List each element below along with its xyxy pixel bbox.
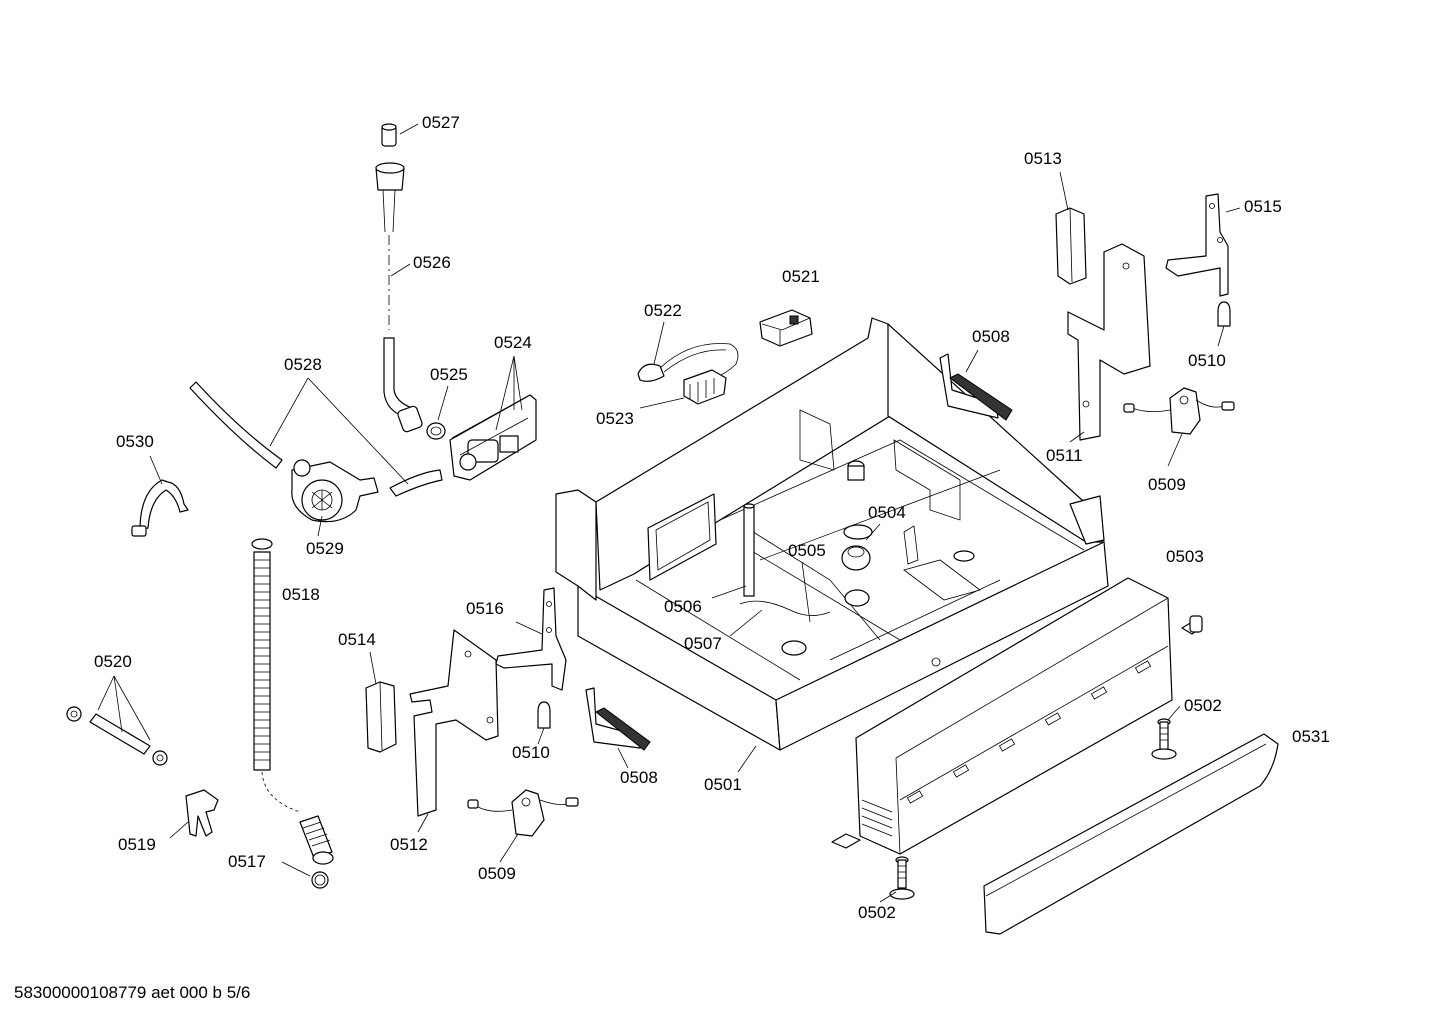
- part-0522-sensor-wire: [637, 343, 739, 382]
- part-0516-bracket: [495, 587, 567, 691]
- part-0515-bracket: [1165, 193, 1229, 297]
- label-0530: 0530: [116, 432, 154, 451]
- part-0531-trim: [983, 733, 1279, 935]
- label-0522: 0522: [644, 301, 682, 320]
- part-labels: 0527 0526 0528 0525 0524 0530 0529 0518 …: [94, 113, 1330, 922]
- part-0510-clip-left: [537, 701, 551, 729]
- label-0511: 0511: [1046, 446, 1083, 465]
- label-0527: 0527: [422, 113, 460, 132]
- part-0530-clip: [131, 479, 189, 537]
- part-0518-drain-hose: [251, 538, 301, 813]
- part-0528-hose: [189, 381, 443, 497]
- label-0509-left: 0509: [478, 864, 516, 883]
- label-0520: 0520: [94, 652, 132, 671]
- label-0523: 0523: [596, 409, 634, 428]
- part-0521-connector: [759, 309, 813, 347]
- part-0510-clip-right: [1217, 301, 1231, 327]
- part-0501-base: [555, 317, 1109, 751]
- part-0502-foot-lower: [831, 833, 915, 900]
- label-0502-upper: 0502: [1184, 696, 1222, 715]
- label-0531: 0531: [1292, 727, 1330, 746]
- label-0510-left: 0510: [512, 743, 550, 762]
- part-0508-spring-right: [939, 353, 1013, 421]
- part-0527-cap: [381, 123, 397, 147]
- label-0514: 0514: [338, 630, 376, 649]
- part-0509-sensor-left: [467, 789, 579, 837]
- label-0516: 0516: [466, 599, 504, 618]
- label-0528: 0528: [284, 355, 322, 374]
- label-0504: 0504: [868, 503, 906, 522]
- label-0508-right: 0508: [972, 327, 1010, 346]
- label-0502-lower: 0502: [858, 903, 896, 922]
- part-0517-hose-end: [299, 815, 334, 889]
- part-0503-screw: [1181, 615, 1203, 635]
- label-0509-right: 0509: [1148, 475, 1186, 494]
- label-0501: 0501: [704, 775, 742, 794]
- label-0506: 0506: [664, 597, 702, 616]
- label-0512: 0512: [390, 835, 428, 854]
- part-0512-bracket: [409, 629, 499, 817]
- part-0524-valve: [449, 394, 537, 481]
- label-0508-left: 0508: [620, 768, 658, 787]
- part-0509-sensor-right: [1123, 387, 1235, 435]
- part-0519-clip: [185, 789, 219, 837]
- label-0507: 0507: [684, 634, 722, 653]
- label-0515: 0515: [1244, 197, 1282, 216]
- part-0503-plinth: [855, 577, 1173, 855]
- part-0513-bracket: [1055, 207, 1087, 285]
- label-0529: 0529: [306, 539, 344, 558]
- label-0505: 0505: [788, 541, 826, 560]
- label-0518: 0518: [282, 585, 320, 604]
- part-0502-foot-upper: [1151, 718, 1177, 760]
- part-0508-spring-left: [585, 687, 651, 751]
- part-0526-hose: [375, 162, 446, 440]
- label-0524: 0524: [494, 333, 532, 352]
- label-0519: 0519: [118, 835, 156, 854]
- label-0510-right: 0510: [1188, 351, 1226, 370]
- footer-document-id: 58300000108779 aet 000 b 5/6: [14, 983, 250, 1002]
- part-0529-pump: [291, 459, 379, 523]
- label-0525: 0525: [430, 365, 468, 384]
- label-0526: 0526: [413, 253, 451, 272]
- label-0521: 0521: [782, 267, 820, 286]
- part-0523-terminal: [683, 369, 727, 405]
- label-0513: 0513: [1024, 149, 1062, 168]
- label-0517: 0517: [228, 852, 266, 871]
- leader-lines: [97, 123, 1241, 903]
- part-0520-tube: [66, 706, 168, 766]
- label-0503: 0503: [1166, 547, 1204, 566]
- part-0511-panel: [1067, 243, 1151, 441]
- part-0514-block: [365, 681, 397, 753]
